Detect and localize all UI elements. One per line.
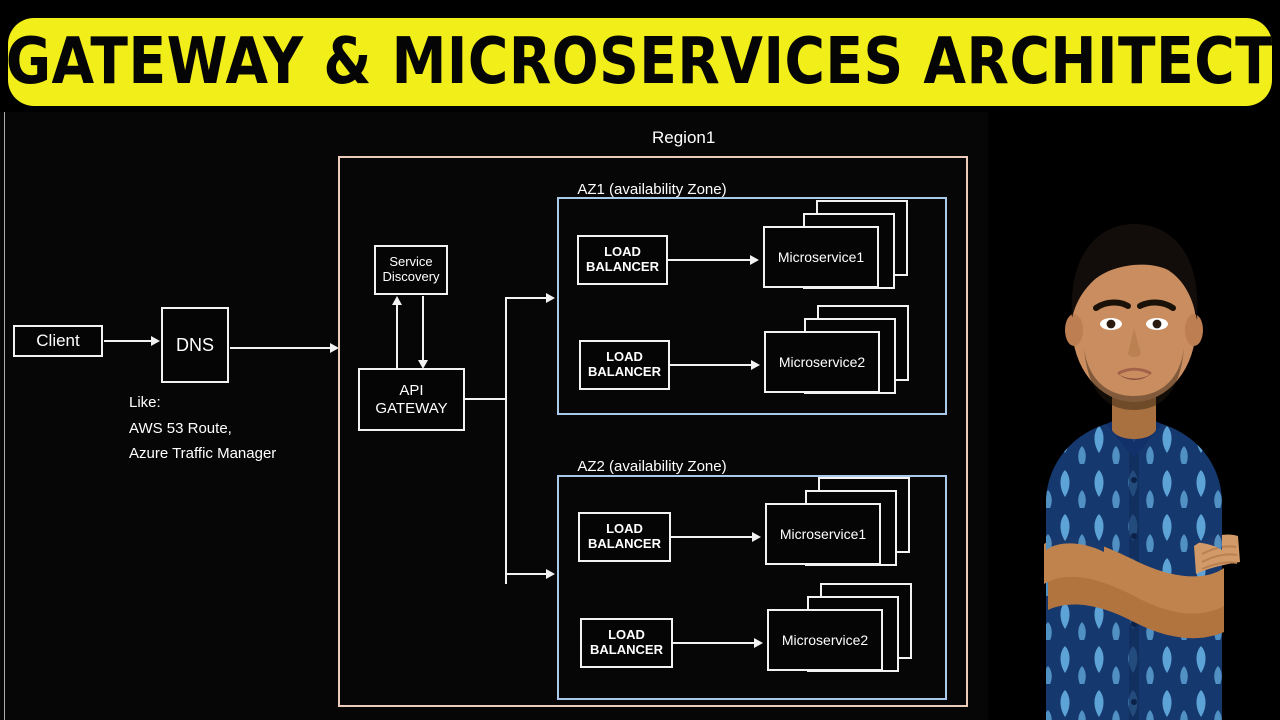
az1-load-balancer-1: LOAD BALANCER	[577, 235, 668, 285]
az2-microservice-2-box: Microservice2	[767, 609, 883, 671]
presenter-face	[1072, 250, 1196, 402]
az1-microservice-2-box: Microservice2	[764, 331, 880, 393]
az1-lb2-to-ms2-line	[670, 364, 752, 366]
dns-to-region-line	[230, 347, 335, 349]
dns-note-line-1: Like:	[129, 394, 161, 411]
presenter-hand	[1194, 534, 1240, 574]
discovery-to-gateway-arrowhead	[418, 360, 428, 369]
dns-label: DNS	[175, 334, 214, 355]
presenter-arms	[1044, 537, 1224, 615]
slide-left-edge-rule	[4, 112, 5, 720]
az2-frame	[557, 475, 947, 700]
az1-frame	[557, 197, 947, 415]
service-discovery-label-line1: Service	[389, 254, 433, 270]
page-title: API GATEWAY & MICROSERVICES ARCHITECTURE	[8, 24, 1272, 99]
az1-microservice-1-box: Microservice1	[763, 226, 879, 288]
az1-lb1-to-ms1-arrowhead	[750, 255, 759, 265]
dns-box: DNS	[161, 307, 229, 383]
az2-load-balancer-2: LOAD BALANCER	[580, 618, 673, 668]
presenter-webcam-overlay	[988, 112, 1280, 720]
az1-load-balancer-2: LOAD BALANCER	[579, 340, 670, 390]
client-label: Client	[36, 331, 80, 351]
api-gateway-box: API GATEWAY	[358, 368, 465, 431]
az2-load-balancer-1-line1: LOAD	[606, 521, 643, 537]
az1-load-balancer-1-line2: BALANCER	[586, 259, 659, 274]
az2-load-balancer-2-line1: LOAD	[608, 627, 645, 643]
gateway-to-az2-arrowhead	[546, 569, 555, 579]
service-discovery-box: Service Discovery	[374, 245, 448, 295]
az1-lb2-to-ms2-arrowhead	[751, 360, 760, 370]
az2-lb1-to-ms1-arrowhead	[752, 532, 761, 542]
dns-note-line-3: Azure Traffic Manager	[129, 445, 277, 462]
presenter-illustration	[988, 112, 1280, 720]
gateway-to-discovery-arrowhead	[392, 296, 402, 305]
presenter-hair	[1071, 224, 1198, 320]
az2-load-balancer-2-line2: BALANCER	[590, 642, 663, 657]
api-gateway-label-line2: GATEWAY	[375, 399, 448, 417]
gateway-to-az2-line	[505, 573, 548, 575]
az2-load-balancer-1-line2: BALANCER	[588, 536, 661, 551]
az1-label: AZ1 (availability Zone)	[577, 181, 727, 198]
az1-microservice-1-stack: Microservice1	[763, 200, 908, 290]
az2-microservice-1-label: Microservice1	[779, 526, 867, 542]
az1-load-balancer-2-line1: LOAD	[606, 349, 643, 365]
az2-microservice-1-box: Microservice1	[765, 503, 881, 565]
az1-lb1-to-ms1-line	[668, 259, 751, 261]
az2-label: AZ2 (availability Zone)	[577, 458, 727, 475]
client-to-dns-line	[104, 340, 152, 342]
gateway-to-az1-arrowhead	[546, 293, 555, 303]
client-box: Client	[13, 325, 103, 357]
discovery-to-gateway-line	[422, 296, 424, 361]
az2-microservice-1-stack: Microservice1	[765, 477, 910, 567]
region-label: Region1	[652, 128, 716, 147]
gateway-to-az1-line	[505, 297, 548, 299]
az2-microservice-2-label: Microservice2	[781, 632, 869, 648]
az2-microservice-2-stack: Microservice2	[767, 583, 912, 673]
az1-load-balancer-1-line1: LOAD	[604, 244, 641, 260]
az1-microservice-2-label: Microservice2	[778, 354, 866, 370]
az1-microservice-2-stack: Microservice2	[764, 305, 909, 395]
az1-microservice-1-label: Microservice1	[777, 249, 865, 265]
service-discovery-label-line2: Discovery	[382, 269, 440, 284]
az2-load-balancer-1: LOAD BALANCER	[578, 512, 671, 562]
az2-lb2-to-ms2-line	[673, 642, 755, 644]
az2-lb1-to-ms1-line	[671, 536, 753, 538]
az1-load-balancer-2-line2: BALANCER	[588, 364, 661, 379]
gateway-branch-riser	[505, 297, 507, 584]
region1-frame	[338, 156, 968, 707]
dns-to-region-arrowhead	[330, 343, 339, 353]
gateway-to-discovery-line	[396, 304, 398, 369]
dns-note-line-2: AWS 53 Route,	[129, 420, 232, 437]
title-banner: API GATEWAY & MICROSERVICES ARCHITECTURE	[8, 18, 1272, 106]
client-to-dns-arrowhead	[151, 336, 160, 346]
api-gateway-label-line1: API	[399, 382, 424, 400]
az2-lb2-to-ms2-arrowhead	[754, 638, 763, 648]
gateway-branch-stem	[465, 398, 507, 400]
